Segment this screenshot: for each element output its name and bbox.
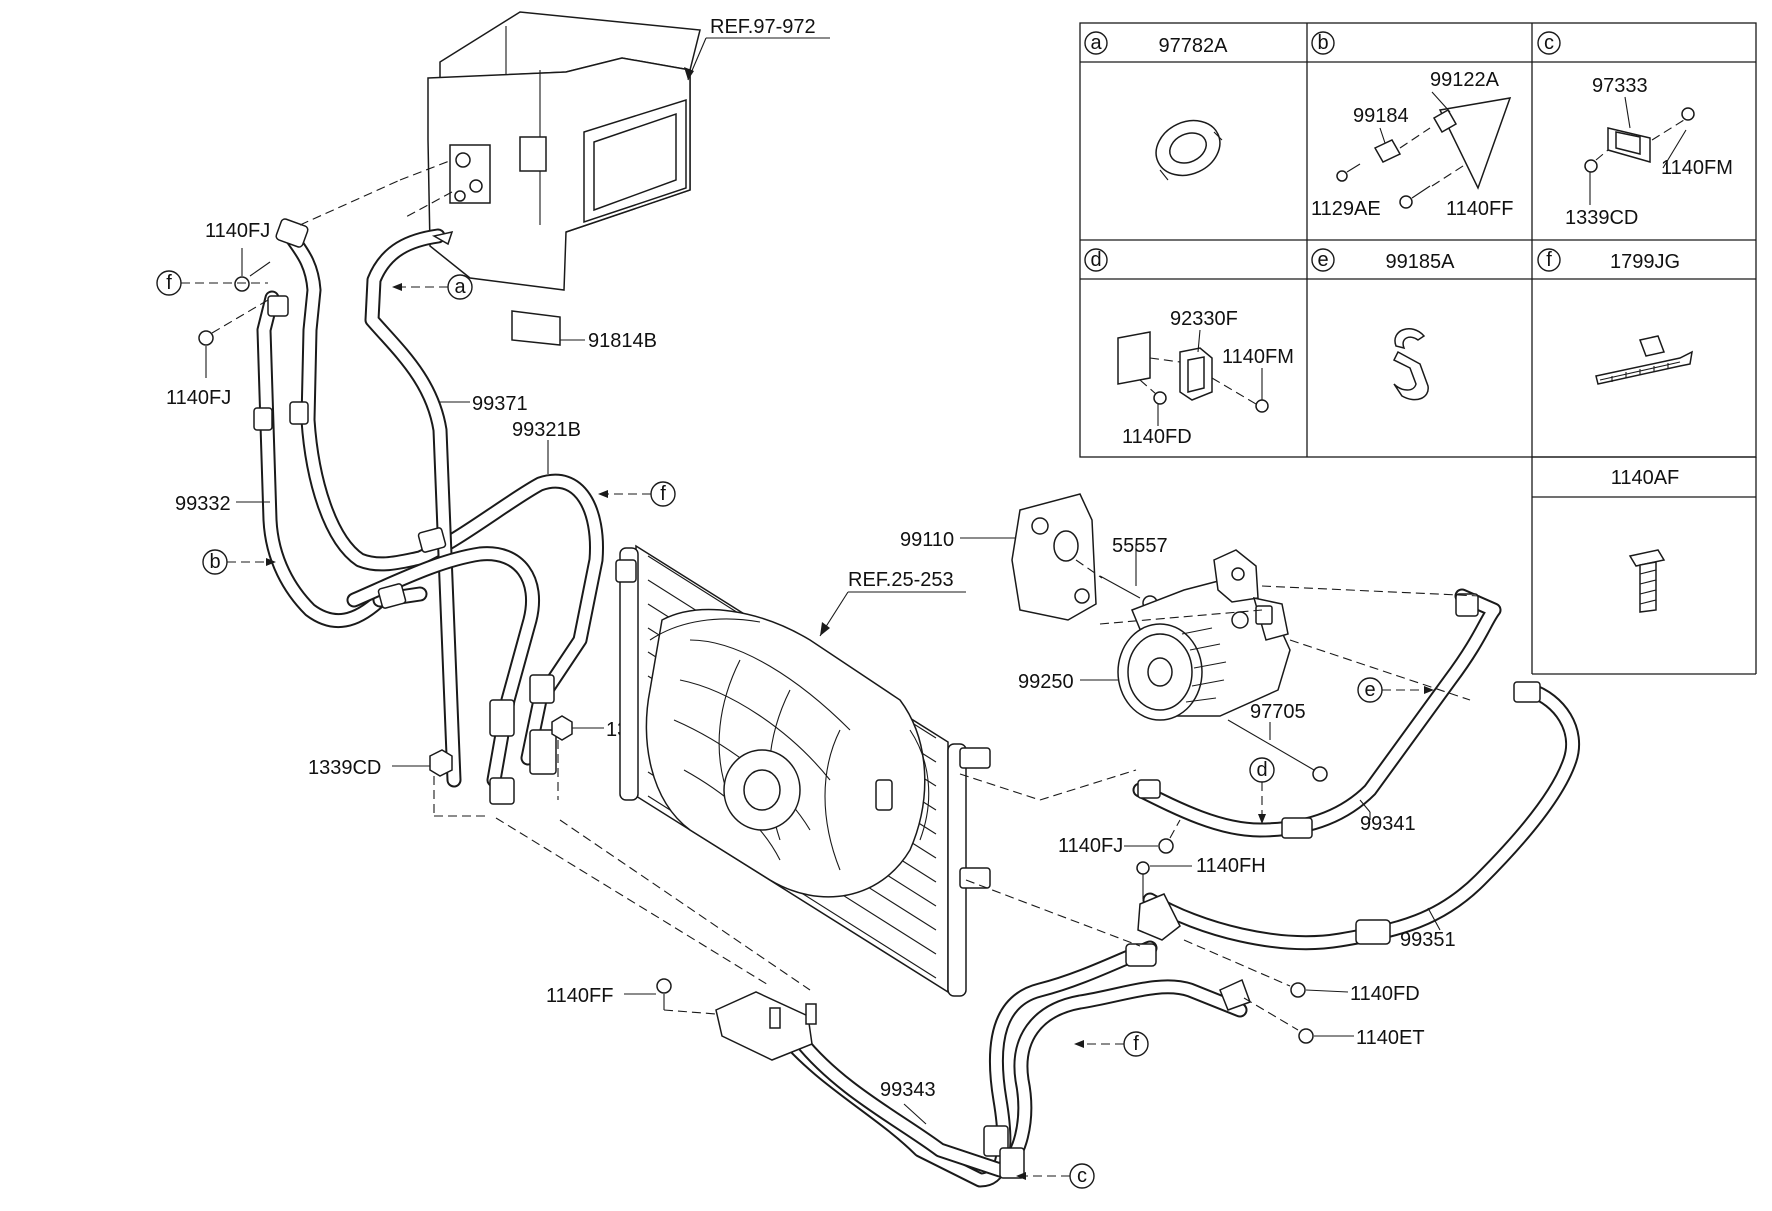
pipe-99371-liquid (364, 228, 462, 788)
part-number-label: 1140ET (1356, 1027, 1425, 1049)
callout-letter: f (1133, 1033, 1139, 1055)
legend-subpart-label: 97333 (1592, 75, 1648, 97)
legend-subpart-label: 1140FF (1446, 198, 1513, 220)
legend-subpart-label: 1339CD (1565, 207, 1638, 229)
hvac-evaporator-unit (427, 11, 701, 291)
legend-part-number: 97782A (1159, 35, 1229, 57)
part-number-label: 99332 (175, 493, 231, 515)
callout-letter: c (1077, 1165, 1087, 1187)
bolt-1140FJ-left: 1140FJ (166, 299, 269, 409)
part-number-label: 97705 (1250, 701, 1306, 723)
bolt-97705: 97705 (1227, 701, 1328, 782)
part-number-label: 99250 (1018, 671, 1074, 693)
legend-cell-f: f 1799JG (1537, 248, 1693, 385)
part-number-label: 1140FD (1350, 983, 1420, 1005)
ref-97-972-label: REF.97-972 (710, 16, 816, 38)
callout-letter: d (1256, 759, 1267, 781)
callout-c: c (1016, 1163, 1095, 1189)
legend-subpart-label: 99122A (1430, 69, 1500, 91)
part-number-label: 1140FJ (205, 220, 270, 242)
callout-letter: f (660, 483, 666, 505)
nut-1339CD-left: 1339CD (308, 749, 488, 817)
part-number-label: 99371 (472, 393, 528, 415)
callout-f-pipe: f (598, 481, 676, 507)
legend-cell-b: b 99122A 99184 1129AE 1140FF (1311, 31, 1513, 220)
legend-cell-e: e 99185A (1311, 248, 1456, 401)
callout-letter: b (209, 551, 220, 573)
pipe-fittings (253, 218, 557, 805)
bolt-1140ET: 1140ET (1243, 997, 1425, 1049)
pipe-99321B-suction (282, 227, 604, 766)
bolt-1140FH: 1140FH (1136, 855, 1266, 904)
bolt-1140FF: 1140FF (546, 978, 717, 1015)
legend-letter: f (1546, 249, 1552, 271)
ref-label-25-253: REF.25-253 (819, 569, 966, 637)
manifold-block-bottom (715, 991, 817, 1061)
compressor-bracket-99110: 99110 (900, 493, 1097, 621)
legend-subpart-label: 1140FD (1122, 426, 1192, 448)
pipe-99343: 99343 (772, 940, 1248, 1188)
legend-subpart-label: 99184 (1353, 105, 1409, 127)
legend-part-number: 1799JG (1610, 251, 1680, 273)
condenser-assembly (615, 544, 991, 997)
legend-cell-d: d 92330F 1140FM 1140FD (1084, 248, 1294, 448)
part-91814B: 91814B (511, 310, 657, 352)
pipe-center-drop (346, 546, 541, 788)
part-number-label: 99110 (900, 529, 954, 551)
bolt-1140FJ-mid: 1140FJ (1058, 819, 1181, 857)
callout-letter: f (166, 272, 172, 294)
ref-label-97-972: REF.97-972 (684, 16, 830, 81)
bolt-1140FJ-top: 1140FJ (205, 220, 271, 292)
pipe-99351: 99351 (1142, 681, 1581, 951)
part-number-label: 1339CD (308, 757, 381, 779)
legend-letter: e (1317, 249, 1328, 271)
parts-legend-table: a 97782A b 99122A 99184 1129AE 1140FF (1079, 22, 1757, 675)
part-number-label: 1140FJ (166, 387, 231, 409)
callout-b: b (202, 549, 276, 575)
part-number-label: 99341 (1360, 813, 1416, 835)
callout-letter: e (1364, 679, 1375, 701)
legend-letter: b (1317, 32, 1328, 54)
legend-part-number: 99185A (1386, 251, 1456, 273)
legend-cell-extra: 1140AF (1611, 467, 1680, 613)
callout-e: e (1357, 677, 1434, 703)
legend-subpart-label: 92330F (1170, 308, 1238, 330)
callout-d: d (1249, 757, 1275, 824)
legend-part-number: 1140AF (1611, 467, 1680, 489)
part-number-label: 1140FH (1196, 855, 1266, 877)
part-number-label: 99321B (512, 419, 581, 441)
pipe-99341-discharge: 99341 (1132, 588, 1502, 839)
part-number-label: 99343 (880, 1079, 936, 1101)
part-number-label: 55557 (1112, 535, 1168, 557)
legend-subpart-label: 1140FM (1661, 157, 1733, 179)
leader-99321B: 99321B (512, 419, 581, 474)
legend-subpart-label: 1129AE (1311, 198, 1381, 220)
legend-letter: c (1544, 32, 1554, 54)
part-number-label: 99351 (1400, 929, 1456, 951)
legend-subpart-label: 1140FM (1222, 346, 1294, 368)
part-number-label: 1140FJ (1058, 835, 1123, 857)
callout-f-left: f (156, 270, 268, 296)
legend-cell-c: c 97333 1140FM 1339CD (1537, 31, 1733, 229)
leader-99371: 99371 (440, 393, 528, 415)
ref-25-253-label: REF.25-253 (848, 569, 954, 591)
legend-letter: a (1090, 32, 1102, 54)
manifold-block-right (1137, 893, 1251, 1011)
leader-99332: 99332 (175, 493, 270, 515)
legend-letter: d (1090, 249, 1101, 271)
legend-cell-a: a 97782A (1084, 31, 1229, 181)
callout-a: a (392, 274, 473, 300)
callout-letter: a (454, 276, 466, 298)
callout-f-bottom: f (1074, 1031, 1149, 1057)
assembly-guide-lines (299, 159, 1481, 991)
part-number-label: 1140FF (546, 985, 613, 1007)
bolt-1140FD: 1140FD (1183, 939, 1420, 1005)
part-number-label: 91814B (588, 330, 657, 352)
